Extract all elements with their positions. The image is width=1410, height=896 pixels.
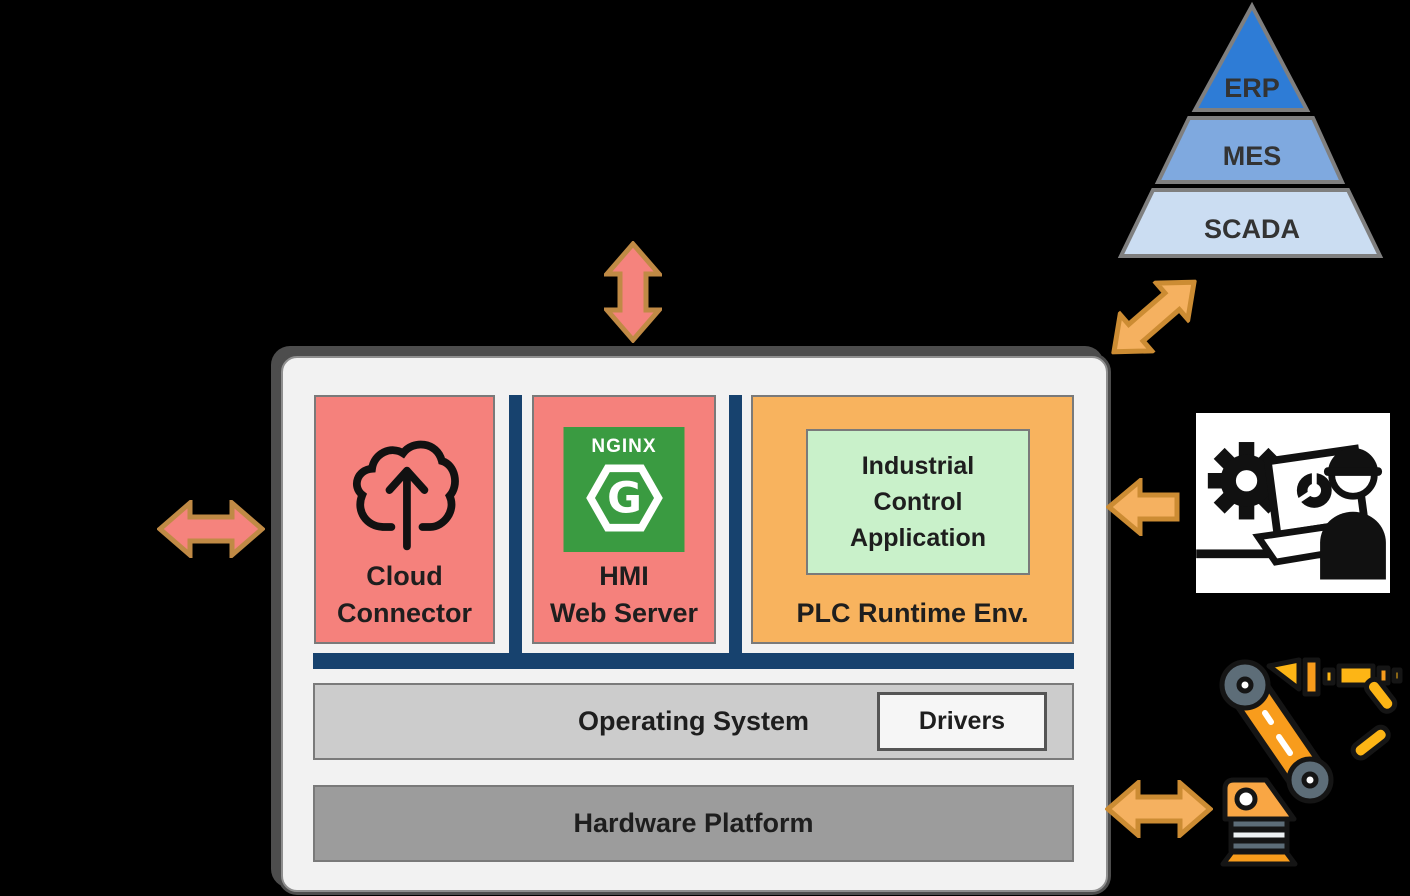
os-label: Operating System	[577, 706, 810, 736]
app-label-line: Industrial	[861, 452, 975, 480]
fieldbus-link-arrow	[1105, 780, 1213, 838]
pyramid-label-erp: ERP	[1224, 73, 1280, 103]
app-label-line: Control	[873, 488, 963, 516]
drivers-box: Drivers	[877, 692, 1047, 751]
bus-divider-left	[509, 395, 522, 661]
module-label-line: Web Server	[549, 598, 699, 628]
pyramid-label-mes: MES	[1223, 141, 1282, 171]
module-label-line: HMI	[599, 561, 649, 591]
desk-line	[1196, 549, 1334, 559]
nginx-logo: NGINX G	[563, 427, 685, 552]
hardware-layer: Hardware Platform	[313, 785, 1074, 862]
cloud-upload-icon	[352, 440, 459, 551]
module-label-line: Cloud	[366, 561, 443, 591]
automation-pyramid: ERP MES SCADA	[1117, 1, 1384, 258]
engineer-with-laptop-icon	[1196, 413, 1390, 593]
pyramid-label-scada: SCADA	[1204, 214, 1300, 244]
pyramid-level-mes	[1154, 116, 1346, 184]
pyramid-level-erp	[1191, 1, 1311, 112]
cloud-link-arrow	[604, 241, 662, 343]
software-stack-panel: Cloud Connector NGINX G HMI Web Server	[281, 356, 1108, 892]
pyramid-link-arrow	[1111, 279, 1197, 355]
worker-icon	[1320, 447, 1386, 580]
external-link-arrow	[157, 500, 265, 558]
engineering-arrow	[1106, 478, 1180, 536]
system-bus-bar	[313, 653, 1074, 669]
module-plc-runtime: Industrial Control Application PLC Runti…	[751, 395, 1074, 644]
drivers-label: Drivers	[918, 707, 1006, 735]
module-label-line: Connector	[337, 598, 472, 628]
pyramid-level-scada	[1117, 188, 1384, 258]
nginx-hexagon-icon: G	[585, 464, 663, 532]
robot-arm-icon	[1219, 657, 1403, 867]
hardware-label: Hardware Platform	[573, 808, 814, 838]
module-label: PLC Runtime Env.	[796, 598, 1029, 628]
module-cloud-connector: Cloud Connector	[314, 395, 495, 644]
industrial-control-app-box: Industrial Control Application	[806, 429, 1030, 575]
module-label: Cloud Connector	[316, 558, 493, 632]
nginx-wordmark: NGINX	[591, 436, 657, 457]
app-label-line: Application	[849, 524, 987, 552]
module-label: HMI Web Server	[534, 558, 714, 632]
engineer-pictogram	[1196, 442, 1386, 580]
nginx-glyph: G	[607, 473, 642, 522]
module-hmi-web-server: NGINX G HMI Web Server	[532, 395, 716, 644]
bus-divider-right	[729, 395, 742, 661]
os-layer: Operating System Drivers	[313, 683, 1074, 760]
